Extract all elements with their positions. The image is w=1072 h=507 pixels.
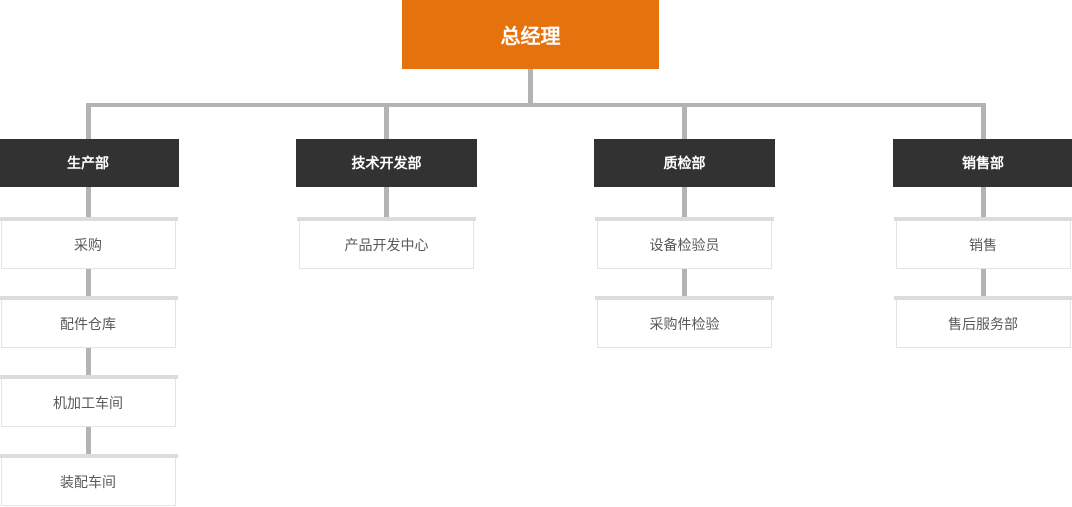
dept-node-production: 生产部	[0, 139, 179, 187]
child-node-equipment-inspector: 设备检验员	[595, 217, 774, 269]
node-label: 采购	[74, 236, 102, 253]
connector-trunk-quality	[682, 103, 687, 303]
child-node-product-dev-center: 产品开发中心	[297, 217, 476, 269]
child-node-machining-workshop: 机加工车间	[0, 375, 178, 427]
node-label: 生产部	[67, 155, 109, 171]
node-label: 总经理	[500, 26, 561, 48]
dept-node-sales: 销售部	[892, 139, 1072, 187]
child-node-assembly-workshop: 装配车间	[0, 454, 178, 506]
connector-root-stem	[528, 69, 533, 107]
child-node-purchased-parts-inspection: 采购件检验	[595, 296, 774, 348]
root-node-general-manager: 总经理	[402, 0, 659, 69]
node-label: 采购件检验	[649, 315, 720, 332]
dept-node-quality-inspection: 质检部	[594, 139, 775, 187]
node-label: 销售	[969, 236, 997, 253]
dept-node-tech-development: 技术开发部	[296, 139, 477, 187]
connector-horizontal-bus	[85, 103, 986, 107]
node-label: 产品开发中心	[344, 236, 429, 253]
node-label: 机加工车间	[53, 394, 123, 411]
node-label: 售后服务部	[948, 315, 1018, 332]
node-label: 销售部	[962, 155, 1004, 171]
child-node-parts-warehouse: 配件仓库	[0, 296, 178, 348]
node-label: 配件仓库	[60, 315, 116, 332]
node-label: 质检部	[663, 155, 706, 171]
node-label: 技术开发部	[351, 155, 422, 171]
connector-trunk-sales	[980, 103, 986, 303]
child-node-procurement: 采购	[0, 217, 178, 269]
child-node-sales: 销售	[893, 217, 1072, 269]
node-label: 装配车间	[60, 473, 116, 490]
connector-trunk-production	[85, 103, 91, 461]
child-node-after-sales-service: 售后服务部	[893, 296, 1072, 348]
node-label: 设备检验员	[649, 236, 720, 253]
